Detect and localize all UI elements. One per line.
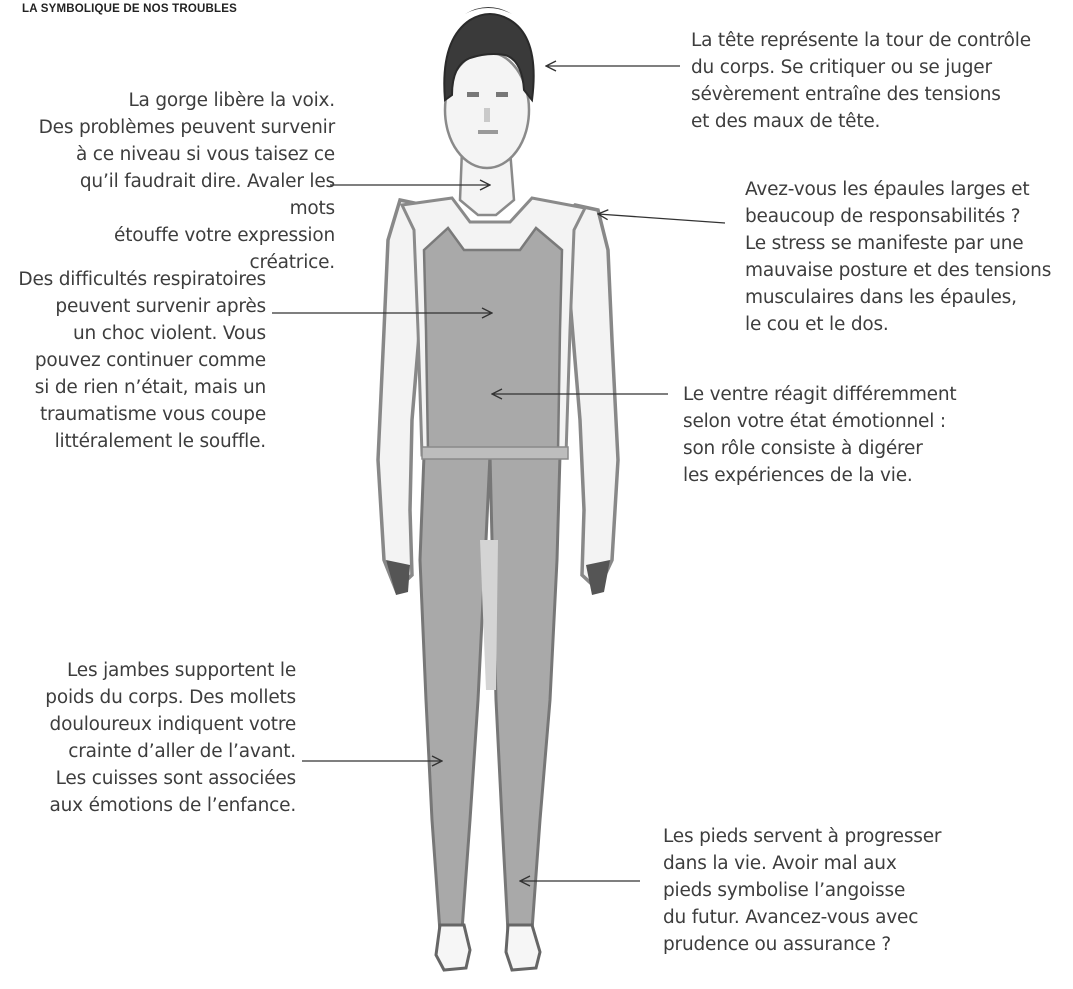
right-leg xyxy=(490,455,560,932)
annotation-belly: Le ventre réagit différemment selon votr… xyxy=(683,381,983,489)
annotation-shoulders: Avez-vous les épaules larges et beaucoup… xyxy=(745,176,1065,338)
left-leg xyxy=(420,455,490,932)
annotation-throat: La gorge libère la voix. Des problèmes p… xyxy=(30,87,335,276)
annotation-head: La tête représente la tour de contrôle d… xyxy=(691,27,1051,135)
annotation-legs: Les jambes supportent le poids du corps.… xyxy=(40,657,296,819)
arrow-shoulders xyxy=(598,214,725,223)
body-figure xyxy=(378,7,618,970)
diagram-title: LA SYMBOLIQUE DE NOS TROUBLES xyxy=(22,3,237,15)
annotation-feet: Les pieds servent à progresser dans la v… xyxy=(663,823,963,958)
tank-top xyxy=(424,228,562,452)
right-arm xyxy=(570,205,618,590)
left-foot xyxy=(436,925,470,970)
right-foot xyxy=(506,925,540,970)
annotation-chest: Des difficultés respiratoires peuvent su… xyxy=(0,266,266,455)
